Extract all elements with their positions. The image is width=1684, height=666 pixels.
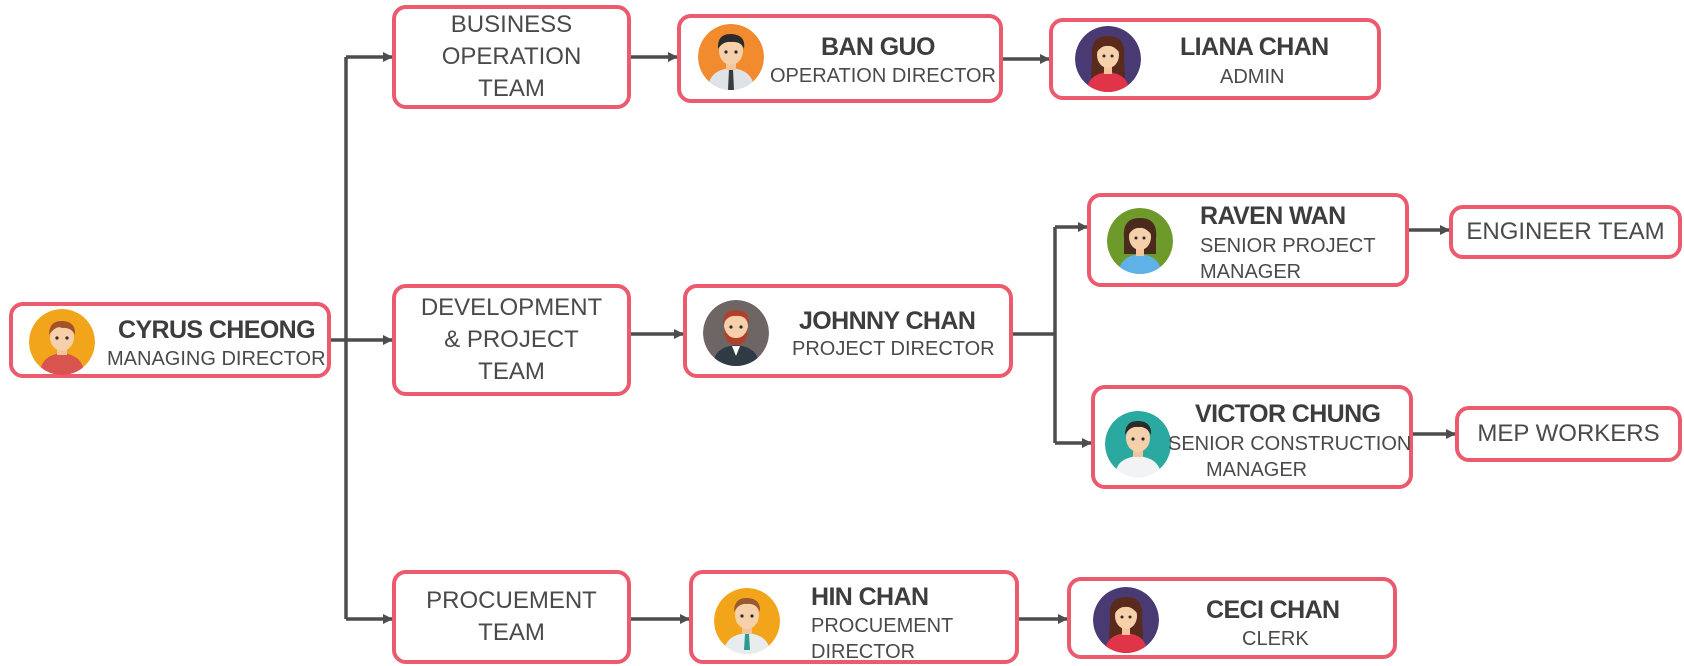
node-procurement-team: PROCUEMENT TEAM <box>392 570 631 664</box>
node-ban-guo: BAN GUO OPERATION DIRECTOR <box>677 14 1003 103</box>
node-raven-wan: RAVEN WAN SENIOR PROJECT MANAGER <box>1087 193 1409 287</box>
node-mep-workers: MEP WORKERS <box>1455 406 1682 462</box>
team-label: BUSINESS OPERATION TEAM <box>441 11 582 102</box>
node-business-operation-team: BUSINESS OPERATION TEAM <box>392 5 631 109</box>
node-hin-chan: HIN CHAN PROCUEMENT DIRECTOR <box>689 570 1019 664</box>
person-role-line: PROCUEMENT <box>811 615 954 637</box>
team-label: MEP WORKERS <box>1477 420 1660 447</box>
woman-avatar-icon <box>1093 587 1159 653</box>
person-role: CLERK <box>1242 628 1309 650</box>
man-avatar-icon <box>1105 411 1171 477</box>
team-label: ENGINEER TEAM <box>1466 218 1665 245</box>
person-name: RAVEN WAN <box>1200 202 1346 230</box>
node-johnny-chan: JOHNNY CHAN PROJECT DIRECTOR <box>683 284 1013 378</box>
woman-avatar-icon <box>1107 208 1173 274</box>
person-name: BAN GUO <box>821 33 935 61</box>
person-role-line: SENIOR CONSTRUCTION <box>1168 433 1412 455</box>
node-development-project-team: DEVELOPMENT & PROJECT TEAM <box>392 284 631 396</box>
boy-avatar-icon <box>29 309 95 375</box>
team-label: PROCUEMENT TEAM <box>426 587 597 646</box>
person-role-line: MANAGER <box>1200 261 1302 283</box>
person-role: OPERATION DIRECTOR <box>770 65 996 87</box>
person-name: VICTOR CHUNG <box>1195 400 1381 428</box>
woman-avatar-icon <box>1075 26 1141 92</box>
person-role-line: DIRECTOR <box>811 641 916 663</box>
node-victor-chung: VICTOR CHUNG SENIOR CONSTRUCTION MANAGER <box>1091 385 1413 489</box>
person-role: MANAGING DIRECTOR <box>107 348 326 370</box>
person-role-line: SENIOR PROJECT <box>1200 235 1376 257</box>
person-name: CECI CHAN <box>1206 596 1340 624</box>
person-role: ADMIN <box>1220 66 1285 88</box>
person-name: JOHNNY CHAN <box>799 307 976 335</box>
team-label: DEVELOPMENT & PROJECT TEAM <box>420 294 603 385</box>
man-avatar-icon <box>714 588 780 654</box>
node-engineer-team: ENGINEER TEAM <box>1449 205 1682 259</box>
node-ceci-chan: CECI CHAN CLERK <box>1067 577 1397 659</box>
person-name: HIN CHAN <box>811 583 929 611</box>
person-role: PROJECT DIRECTOR <box>792 338 995 360</box>
node-liana-chan: LIANA CHAN ADMIN <box>1049 18 1381 100</box>
person-role-line: MANAGER <box>1206 459 1308 481</box>
person-name: CYRUS CHEONG <box>118 316 316 344</box>
node-cyrus-cheong: CYRUS CHEONG MANAGING DIRECTOR <box>9 302 331 378</box>
businessman-avatar-icon <box>698 24 764 90</box>
bearded-man-avatar-icon <box>703 300 769 366</box>
person-name: LIANA CHAN <box>1180 33 1329 61</box>
